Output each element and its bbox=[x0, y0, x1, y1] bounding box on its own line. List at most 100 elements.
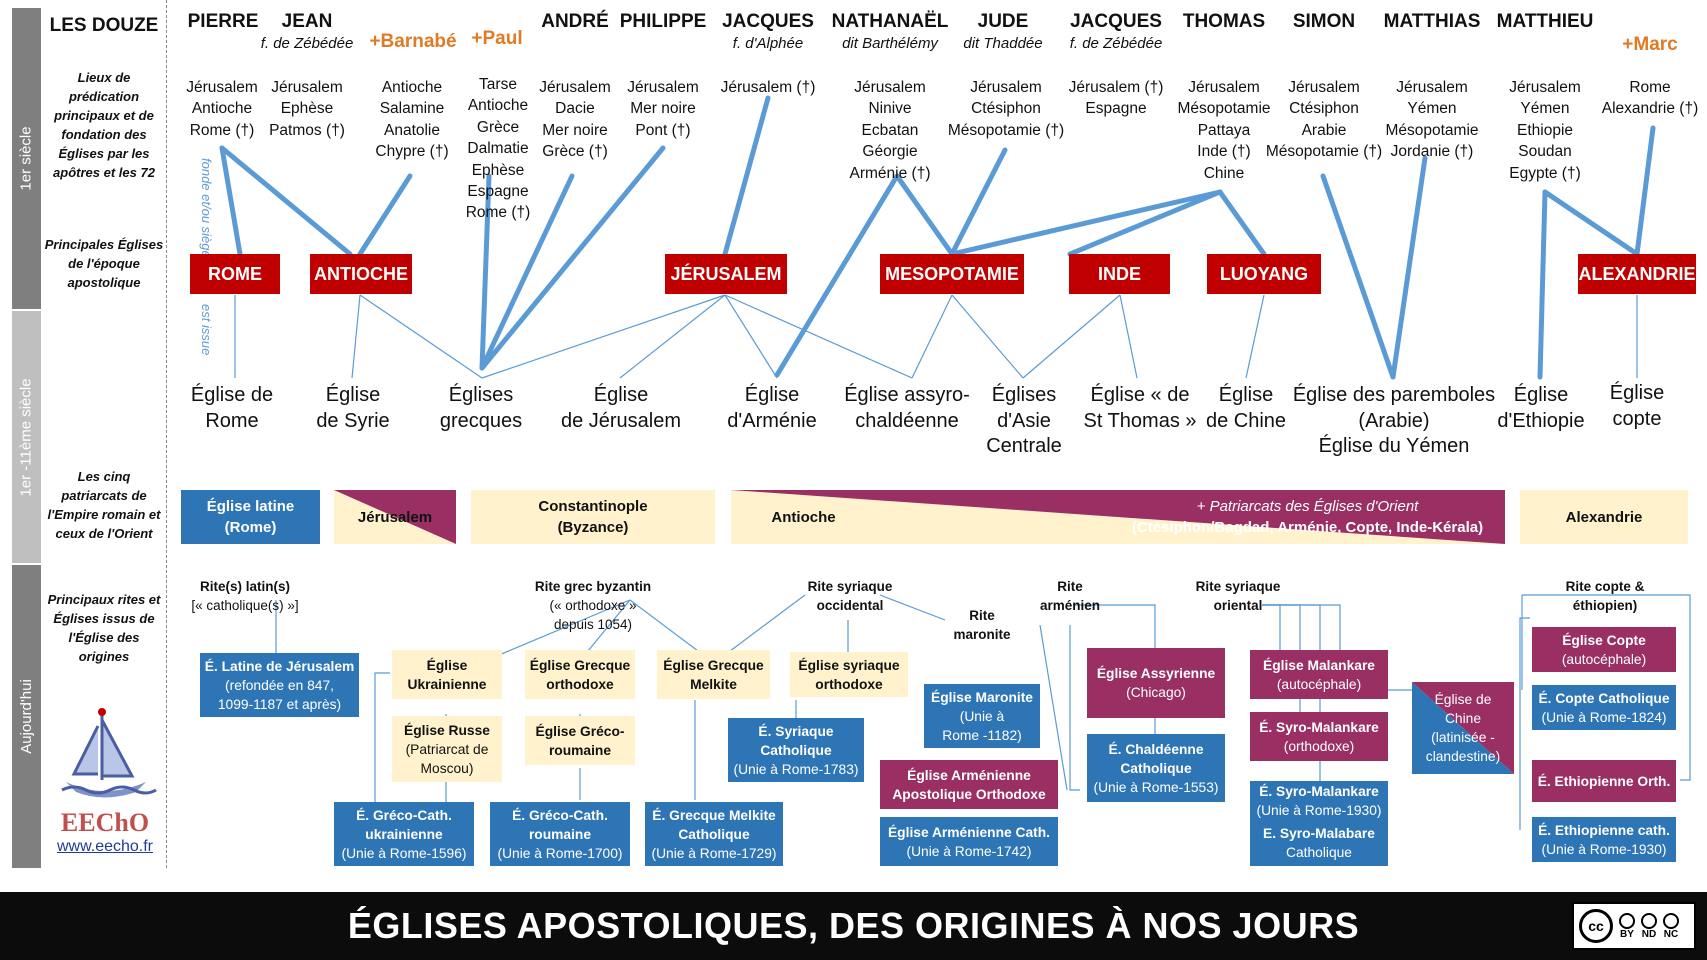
early-church-line: grecques bbox=[439, 409, 523, 432]
rite-byzantine-line: Rite grec byzantin bbox=[534, 579, 652, 594]
church-subtitle-line: Rome -1182) bbox=[942, 727, 1022, 743]
early-church: Église d'Arménie bbox=[727, 383, 816, 434]
patriarchate-latin-line: (Rome) bbox=[224, 519, 277, 536]
apostle-companion: +Barnabé bbox=[369, 31, 457, 52]
church-title-line: Église Maronite bbox=[931, 689, 1033, 705]
early-church: Église des paremboles(Arabie)Église du Y… bbox=[1293, 383, 1495, 460]
eecho-logo[interactable]: EEChO www.eecho.fr bbox=[44, 700, 166, 860]
church-subtitle-line: Catholique bbox=[1286, 845, 1352, 860]
church-title-line: Apostolique Orthodoxe bbox=[892, 786, 1046, 802]
places-list-line: Ephèse bbox=[280, 100, 334, 118]
places-list-line: Géorgie bbox=[862, 143, 918, 161]
rite-armenian-line: Rite bbox=[1057, 579, 1083, 594]
places-list-line: Ecbatan bbox=[861, 121, 919, 139]
church-greco-cath-ukrainian: É. Gréco-Cath.ukrainienne(Unie à Rome-15… bbox=[334, 802, 474, 866]
church-box-antioche: ANTIOCHE bbox=[310, 254, 412, 294]
rite-coptic: Rite copte &éthiopien) bbox=[1566, 577, 1645, 615]
places-list-line: Jérusalem bbox=[186, 79, 258, 96]
row-label-header: LES DOUZE bbox=[49, 15, 159, 36]
church-subtitle-line: Moscou) bbox=[420, 760, 474, 776]
church-greco-cath-romanian: É. Gréco-Cath.roumaine(Unie à Rome-1700) bbox=[490, 802, 630, 866]
church-copte-catholic: É. Copte Catholique(Unie à Rome-1824) bbox=[1532, 685, 1676, 730]
rite-byzantine: Rite grec byzantin(« orthodoxe »depuis 1… bbox=[535, 577, 651, 634]
church-title-line: Église Malankare bbox=[1263, 657, 1375, 673]
apostle: SIMON bbox=[1292, 11, 1356, 32]
church-ethiopian-catholic: É. Ethiopienne cath.(Unie à Rome-1930) bbox=[1532, 817, 1676, 862]
church-title-line: Melkite bbox=[690, 676, 737, 692]
places-list-line: Pattaya bbox=[1197, 121, 1251, 139]
church-title-line: Église Grecque bbox=[529, 657, 631, 673]
places-list-line: Jérusalem bbox=[539, 79, 611, 96]
places-list-line: Mésopotamie (†) bbox=[1265, 143, 1383, 161]
church-box-rome: ROME bbox=[190, 254, 280, 294]
places-list-line: Mer noire bbox=[542, 121, 608, 139]
church-title-line: orthodoxe bbox=[815, 676, 883, 692]
church-title-line: roumaine bbox=[528, 826, 592, 842]
early-church: Église assyro-chaldéenne bbox=[844, 383, 970, 434]
church-title-line: Catholique bbox=[760, 742, 832, 758]
early-church-line: Église de bbox=[190, 384, 274, 406]
church-ethiopian-orthodox: É. Ethiopienne Orth. bbox=[1532, 760, 1676, 802]
early-church-line: copte bbox=[1612, 407, 1662, 430]
places-list-line: Antioche bbox=[467, 97, 529, 115]
patriarchate-constantinople-line: Constantinople bbox=[538, 498, 648, 515]
early-church-line: Église des paremboles bbox=[1292, 384, 1496, 406]
early-church-line: St Thomas » bbox=[1083, 409, 1197, 432]
early-church-line: d'Arménie bbox=[727, 409, 817, 432]
church-title-line: É. Syro-Malankare bbox=[1259, 783, 1379, 799]
rite-maronite-line: maronite bbox=[953, 627, 1011, 642]
places-list-line: Antioche bbox=[191, 100, 253, 118]
patriarchate-orient-line: (Ctésiphon/Bagdad, Arménie, Copte, Inde-… bbox=[1131, 519, 1484, 536]
early-church-line: Église bbox=[1218, 384, 1274, 406]
rite-east-syriac-line: oriental bbox=[1213, 598, 1263, 613]
church-title-line: Église Russe bbox=[404, 722, 490, 738]
church-box-luoyang: LUOYANG bbox=[1207, 254, 1321, 294]
rite-maronite-line: Rite bbox=[969, 608, 995, 623]
places-list-line: Rome (†) bbox=[465, 204, 531, 222]
apostle: THOMAS bbox=[1182, 11, 1266, 32]
logo-url[interactable]: www.eecho.fr bbox=[56, 838, 154, 855]
places-list-line: Alexandrie (†) bbox=[1601, 100, 1699, 118]
rite-latin-line: [« catholique(s) »] bbox=[191, 598, 299, 613]
church-title-line: roumaine bbox=[548, 742, 612, 758]
church-subtitle-line: (Unie à Rome-1700) bbox=[497, 845, 623, 861]
church-box-mesopotamie: MESOPOTAMIE bbox=[880, 254, 1024, 294]
church-title-line: E. Syro-Malabare bbox=[1263, 826, 1375, 841]
band-first-eleventh-century: 1er -11ème siècle bbox=[12, 311, 41, 563]
issued-link-label: est issue bbox=[199, 304, 214, 356]
church-greco-romanian: Église Gréco-roumaine bbox=[525, 716, 635, 765]
places-list-line: Espagne bbox=[1085, 100, 1147, 118]
early-church-line: Église bbox=[744, 384, 800, 406]
early-church-line: de Chine bbox=[1205, 409, 1287, 432]
church-subtitle-line: (Unie à bbox=[959, 708, 1005, 724]
places-list-line: Jérusalem bbox=[1188, 79, 1260, 96]
patriarchate-antioche: Antioche bbox=[771, 508, 836, 526]
church-syro-malankara-orthodox: É. Syro-Malankare(orthodoxe) bbox=[1250, 712, 1388, 761]
ship-icon bbox=[61, 708, 157, 798]
church-subtitle-line: (autocéphale) bbox=[1561, 651, 1647, 667]
church-latin-jerusalem: É. Latine de Jérusalem(refondée en 847,1… bbox=[200, 653, 359, 717]
early-church-line: chaldéenne bbox=[855, 409, 959, 432]
places-list-line: Anatolie bbox=[383, 121, 440, 139]
church-subtitle-line: clandestine) bbox=[1425, 749, 1501, 764]
places-list-line: Jordanie (†) bbox=[1390, 143, 1474, 161]
church-title-line: Église Arménienne Cath. bbox=[887, 824, 1051, 840]
places-list-line: Pont (†) bbox=[635, 121, 691, 139]
places-list-line: Jérusalem bbox=[627, 79, 699, 96]
cc-license-badge[interactable]: cc BY ND NC bbox=[1572, 902, 1696, 950]
page-title: ÉGLISES APOSTOLIQUES, DES ORIGINES À NOS… bbox=[347, 905, 1360, 946]
places-list-line: Jérusalem bbox=[1396, 79, 1468, 96]
